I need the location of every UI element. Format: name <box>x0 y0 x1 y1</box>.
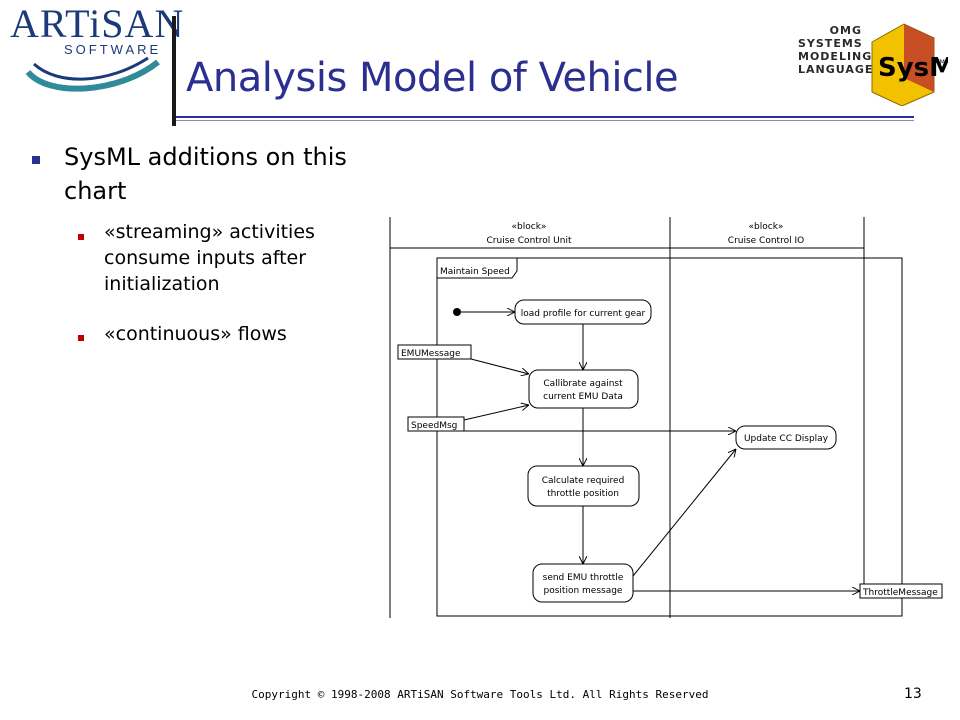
sysml-mark-label: SysML <box>878 53 948 83</box>
artisan-brand-name: ARTiSAN <box>10 1 185 46</box>
action-calibrate-label-2: current EMU Data <box>543 392 623 402</box>
artisan-brand-sub: SOFTWARE <box>64 42 162 57</box>
pin-throttle-message-label: ThrottleMessage <box>862 588 938 598</box>
flow-speed-to-calibrate <box>463 405 529 421</box>
bullet-sub-marker <box>78 234 84 240</box>
title-underline-secondary <box>176 120 914 121</box>
sysml-line-language: LANGUAGE <box>798 63 874 76</box>
action-update-display <box>735 425 837 450</box>
bullet-main-marker <box>32 156 40 164</box>
action-send-label-1: send EMU throttle <box>543 573 624 583</box>
bullet-main-text: SysML additions on this chart <box>64 143 347 205</box>
page-number: 13 <box>904 686 922 702</box>
flow-emu-to-calibrate <box>470 358 529 374</box>
lane1-stereotype: «block» <box>512 222 547 232</box>
artisan-swoosh-icon <box>25 56 160 92</box>
action-send-label-2: position message <box>544 586 623 596</box>
pin-emu-message-label: EMUMessage <box>401 349 461 359</box>
action-calculate <box>527 465 640 507</box>
action-update-display-label: Update CC Display <box>744 434 829 444</box>
sysml-mark-icon: SysML TM <box>871 23 948 106</box>
lane1-name: Cruise Control Unit <box>487 236 572 246</box>
bullet-sub-marker <box>78 335 84 341</box>
action-send-throttle <box>532 563 634 603</box>
action-calibrate-label-1: Callibrate against <box>543 379 623 389</box>
pin-speed-msg <box>407 416 465 432</box>
artisan-logo <box>8 2 168 92</box>
pin-speed-msg-label: SpeedMsg <box>411 421 457 431</box>
activity-frame <box>436 257 903 617</box>
lane2-name: Cruise Control IO <box>728 236 804 246</box>
bullet-sub-continuous: «continuous» flows <box>104 323 287 345</box>
sysml-logo-text: OMG SYSTEMS MODELING LANGUAGE <box>798 24 874 76</box>
action-load-profile-label: load profile for current gear <box>521 309 646 319</box>
pin-emu-message <box>397 344 472 360</box>
action-calibrate <box>528 369 639 409</box>
title-underline <box>176 116 914 118</box>
bullet-sub-streaming: «streaming» activities consume inputs af… <box>104 221 315 295</box>
sysml-line-omg: OMG <box>829 24 862 37</box>
action-calculate-label-1: Calculate required <box>542 476 625 486</box>
lane2-stereotype: «block» <box>749 222 784 232</box>
sysml-tm: TM <box>935 59 945 66</box>
page-title: Analysis Model of Vehicle <box>186 55 679 101</box>
footer-copyright: Copyright © 1998-2008 ARTiSAN Software T… <box>251 688 709 701</box>
flow-send-to-display <box>632 449 736 577</box>
initial-node <box>453 308 461 316</box>
activity-label: Maintain Speed <box>440 267 510 277</box>
title-vertical-rule <box>172 16 176 126</box>
sysml-line-modeling: MODELING <box>798 50 873 63</box>
activity-frame-tab <box>436 257 518 279</box>
action-calculate-label-2: throttle position <box>547 489 619 499</box>
sysml-line-systems: SYSTEMS <box>798 37 863 50</box>
